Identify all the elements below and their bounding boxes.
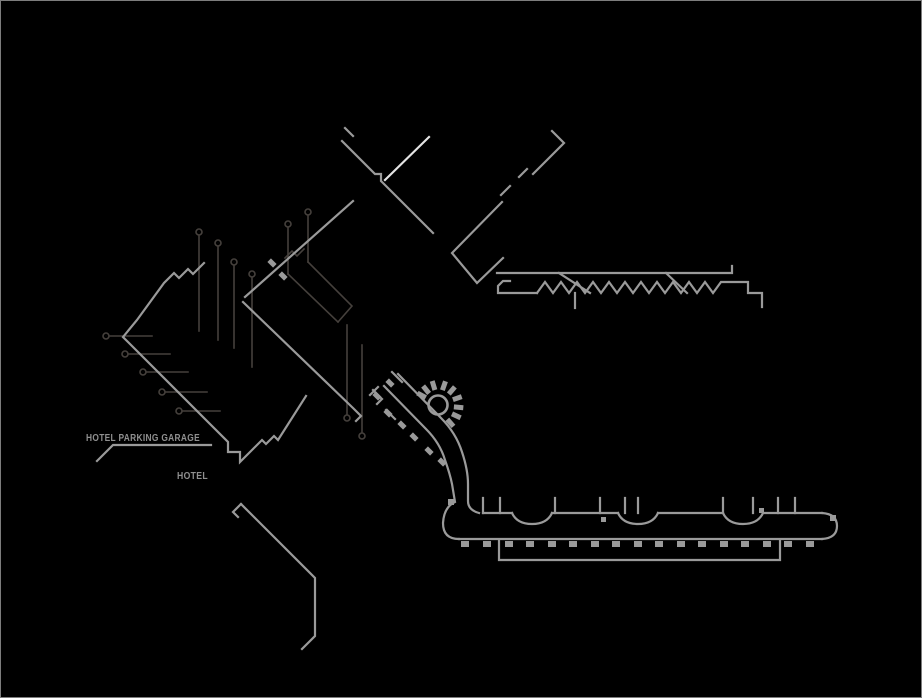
crosswalk-dash [409, 432, 419, 442]
wall-left-hook [496, 279, 539, 295]
curb-tick [655, 541, 663, 547]
dash-markers-group [267, 258, 836, 547]
leader-dot [139, 368, 147, 376]
road-hook [231, 502, 243, 519]
platform-scallop [510, 511, 554, 526]
southwest-road-edge [239, 502, 317, 651]
leader-dot [358, 432, 366, 440]
curb-tick [677, 541, 685, 547]
curb-tick [720, 541, 728, 547]
leader-lines-group [102, 208, 366, 440]
hotel-label: HOTEL [177, 470, 208, 482]
zigzag-wall [535, 280, 764, 309]
platform-marker [448, 499, 454, 505]
sun-rays [416, 380, 464, 429]
ramp-hatch [664, 271, 689, 295]
curb-tick [763, 541, 771, 547]
platform-scallop [616, 511, 660, 526]
wall-top-line [495, 264, 734, 275]
highlight-edge-group [383, 135, 431, 182]
curb-tick [784, 541, 792, 547]
roof-tick [343, 126, 355, 138]
curb-tick [526, 541, 534, 547]
drive-right-edge [396, 372, 481, 515]
leader-dot [230, 258, 238, 266]
curb-tick [612, 541, 620, 547]
parking-garage-outline [121, 261, 308, 465]
drive-left-edge-and-platform-cap [382, 384, 461, 541]
walkway-step [390, 370, 404, 384]
crosswalk-dash [385, 378, 395, 388]
platform-marker [601, 517, 606, 522]
upper-diagonal-edge [243, 199, 355, 299]
curb-tick [569, 541, 577, 547]
curb-tick [634, 541, 642, 547]
platform-scallop [721, 511, 765, 526]
platform-marker [759, 508, 764, 513]
platform-right-cap [820, 511, 839, 541]
leader-dot [102, 332, 110, 340]
leader-dot [284, 220, 292, 228]
crosswalk-dash [424, 446, 434, 456]
sun-disc [427, 394, 449, 416]
curb-tick [806, 541, 814, 547]
platform-lower-bay [497, 539, 782, 562]
crosswalk-dash [397, 420, 407, 430]
leader-dot [304, 208, 312, 216]
hotel-outline-edge [241, 300, 363, 423]
curb-tick [505, 541, 513, 547]
curb-tick [548, 541, 556, 547]
curb-tick [461, 541, 469, 547]
platform-column-ticks [481, 496, 797, 515]
leader-dot [175, 407, 183, 415]
leader-dot [343, 414, 351, 422]
sun-icon [416, 380, 464, 429]
leader-dot [158, 388, 166, 396]
door-dash [267, 258, 277, 268]
ramp-hatch [557, 271, 592, 295]
door-dash [278, 271, 288, 281]
northeast-building-arm [450, 200, 505, 285]
northeast-building-dash [499, 184, 512, 197]
garage-label-leader [95, 443, 213, 463]
curb-tick [698, 541, 706, 547]
platform-marker [830, 515, 836, 521]
leader-dot [248, 270, 256, 278]
northeast-building-corner [531, 129, 566, 176]
highlight-edge [383, 135, 431, 182]
crosswalk-dash [437, 457, 447, 467]
hidden-edge [286, 272, 340, 324]
curb-tick [591, 541, 599, 547]
curb-tick [483, 541, 491, 547]
leader-dot [195, 228, 203, 236]
main-outlines-group [95, 126, 839, 651]
leader-dot [214, 239, 222, 247]
northeast-building-dash [517, 167, 529, 179]
curb-tick [741, 541, 749, 547]
parking-garage-label: HOTEL PARKING GARAGE [86, 432, 200, 444]
hidden-edge [306, 260, 354, 324]
crosswalk-dash [372, 391, 382, 401]
stepped-roof-edge [340, 139, 435, 235]
crosswalk-dash [383, 408, 393, 418]
leader-dot [121, 350, 129, 358]
